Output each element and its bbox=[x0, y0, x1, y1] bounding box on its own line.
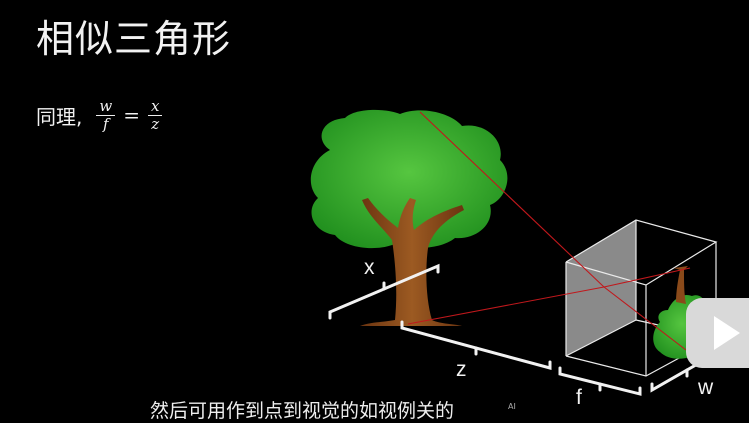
page-title: 相似三角形 bbox=[36, 17, 232, 61]
bracket-z bbox=[400, 320, 552, 370]
inverted-tree-image-trunk bbox=[674, 266, 688, 304]
play-button[interactable] bbox=[686, 298, 749, 368]
tree-foliage bbox=[310, 109, 508, 249]
label-f: f bbox=[576, 386, 582, 409]
fraction-numerator: x bbox=[147, 97, 163, 116]
label-x: x bbox=[364, 256, 375, 279]
subtitle-caption: 然后可用作到点到视觉的如视例关的 bbox=[150, 400, 455, 422]
formula-line: 同理, w f = x z bbox=[36, 92, 166, 138]
label-z: z bbox=[456, 358, 467, 381]
pinhole-diagram bbox=[310, 109, 724, 396]
label-w: w bbox=[698, 376, 714, 399]
tree-trunk bbox=[360, 198, 464, 326]
dimension-brackets bbox=[328, 263, 724, 396]
fraction-denominator: f bbox=[103, 114, 109, 133]
fraction-w-over-f: w f bbox=[96, 97, 116, 133]
ai-badge: AI bbox=[508, 402, 516, 411]
formula-prefix: 同理, bbox=[36, 104, 83, 129]
fraction-x-over-z: x z bbox=[147, 97, 163, 133]
fraction-numerator: w bbox=[96, 97, 116, 116]
light-rays bbox=[407, 111, 691, 351]
play-icon bbox=[714, 316, 740, 350]
equals-sign: = bbox=[123, 103, 140, 127]
fraction-denominator: z bbox=[151, 114, 160, 133]
